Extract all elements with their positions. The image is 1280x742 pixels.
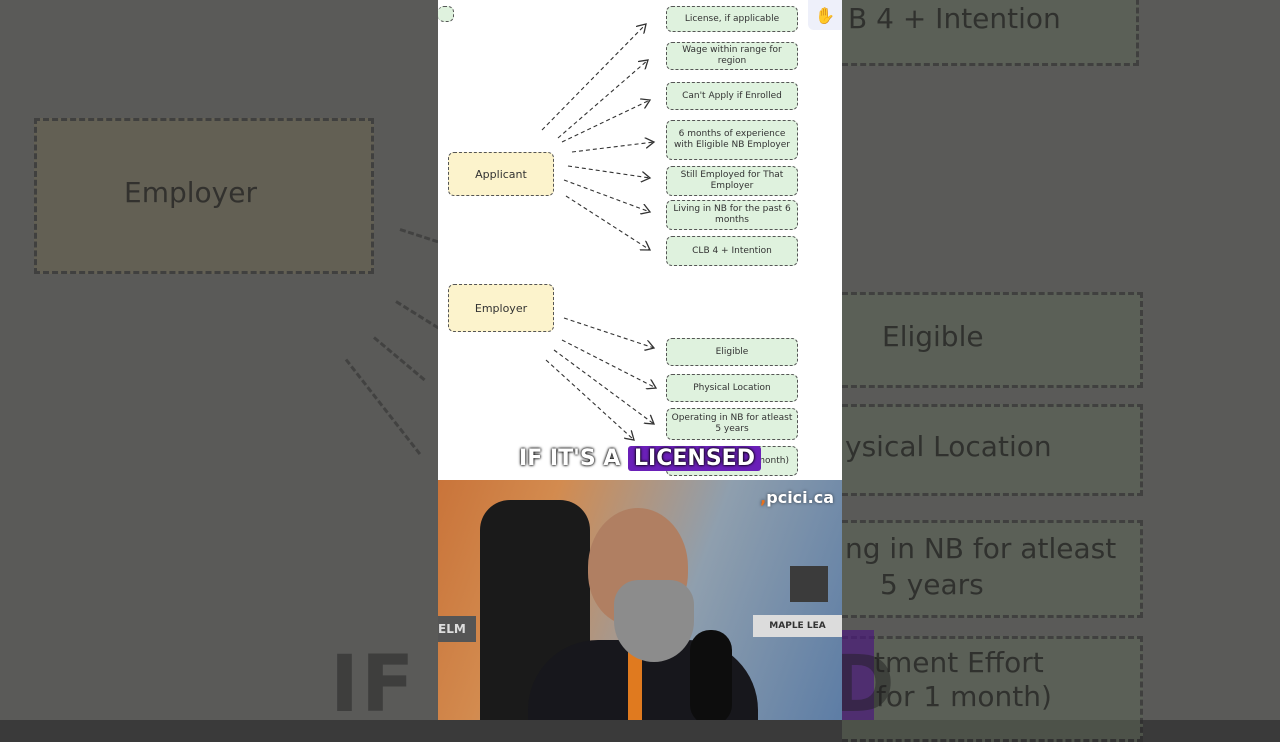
requirement-living-nb: Living in NB for the past 6 months bbox=[666, 200, 798, 230]
arrow bbox=[557, 60, 648, 139]
bg-connector bbox=[344, 358, 422, 455]
bg-operating-text-1: ng in NB for atleast bbox=[845, 532, 1117, 565]
employer-label: Employer bbox=[474, 301, 528, 315]
video-panel: Applicant Employer License, if applicabl… bbox=[438, 0, 842, 720]
requirement-wage: Wage within range for region bbox=[666, 42, 798, 70]
brand-watermark: ,pcici.ca bbox=[760, 488, 834, 507]
requirement-license: License, if applicable bbox=[666, 6, 798, 32]
requirement-clb: CLB 4 + Intention bbox=[666, 236, 798, 266]
arrow bbox=[561, 100, 650, 143]
partial-requirement-box bbox=[438, 6, 454, 22]
arrow bbox=[565, 195, 650, 250]
requirement-eligible: Eligible bbox=[666, 338, 798, 366]
bg-effort-text-2: for 1 month) bbox=[876, 680, 1052, 713]
caption-highlight: LICENSED bbox=[628, 446, 761, 471]
arrow bbox=[563, 179, 650, 212]
arrow bbox=[541, 24, 646, 131]
arrow bbox=[545, 359, 634, 440]
microphone bbox=[690, 630, 732, 720]
applicant-box: Applicant bbox=[448, 152, 554, 196]
hand-icon: ✋ bbox=[815, 5, 835, 25]
applicant-label: Applicant bbox=[475, 167, 527, 181]
arrow bbox=[561, 339, 656, 388]
webcam-feed: ELM MAPLE LEA ,pcici.ca bbox=[438, 480, 842, 720]
bg-operating-text-2: 5 years bbox=[880, 568, 984, 601]
bg-connector bbox=[395, 300, 440, 330]
bg-connector bbox=[373, 336, 426, 382]
shelf-sign: MAPLE LEA bbox=[753, 615, 842, 637]
bg-intention-text: B 4 + Intention bbox=[848, 2, 1061, 35]
bg-effort-text-1: tment Effort bbox=[874, 646, 1044, 679]
employer-box: Employer bbox=[448, 284, 554, 332]
bg-location-text: ysical Location bbox=[845, 430, 1052, 463]
bg-connector bbox=[399, 228, 439, 244]
bg-intention-box bbox=[842, 0, 1139, 66]
connector-arrows bbox=[541, 0, 842, 480]
hand-tool-button[interactable]: ✋ bbox=[808, 0, 842, 30]
bg-eligible-text: Eligible bbox=[882, 320, 984, 353]
caption-plain: IF IT'S A bbox=[519, 446, 621, 471]
arrow bbox=[571, 142, 654, 153]
requirement-physical-location: Physical Location bbox=[666, 374, 798, 402]
presenter-beard bbox=[614, 580, 694, 662]
subtitle-caption: IF IT'S A LICENSED bbox=[438, 446, 842, 471]
shirt-stripe bbox=[628, 650, 642, 720]
bg-operating-box bbox=[842, 520, 1143, 618]
arrow bbox=[563, 317, 654, 348]
requirement-experience: 6 months of experience with Eligible NB … bbox=[666, 120, 798, 160]
requirement-operating: Operating in NB for atleast 5 years bbox=[666, 408, 798, 440]
requirement-still-employed: Still Employed for That Employer bbox=[666, 166, 798, 196]
bg-location-box bbox=[842, 404, 1143, 496]
wall-sign: ELM bbox=[438, 616, 476, 642]
arrow bbox=[567, 165, 650, 178]
bg-eligible-box bbox=[842, 292, 1143, 388]
requirement-enrolled: Can't Apply if Enrolled bbox=[666, 82, 798, 110]
bg-caption-highlight bbox=[842, 630, 874, 720]
brand-mark: , bbox=[760, 488, 767, 507]
whiteboard-diagram: Applicant Employer License, if applicabl… bbox=[438, 0, 842, 480]
bg-employer-text: Employer bbox=[124, 176, 257, 209]
wall-poster bbox=[790, 566, 828, 602]
bg-employer-box bbox=[34, 118, 374, 274]
